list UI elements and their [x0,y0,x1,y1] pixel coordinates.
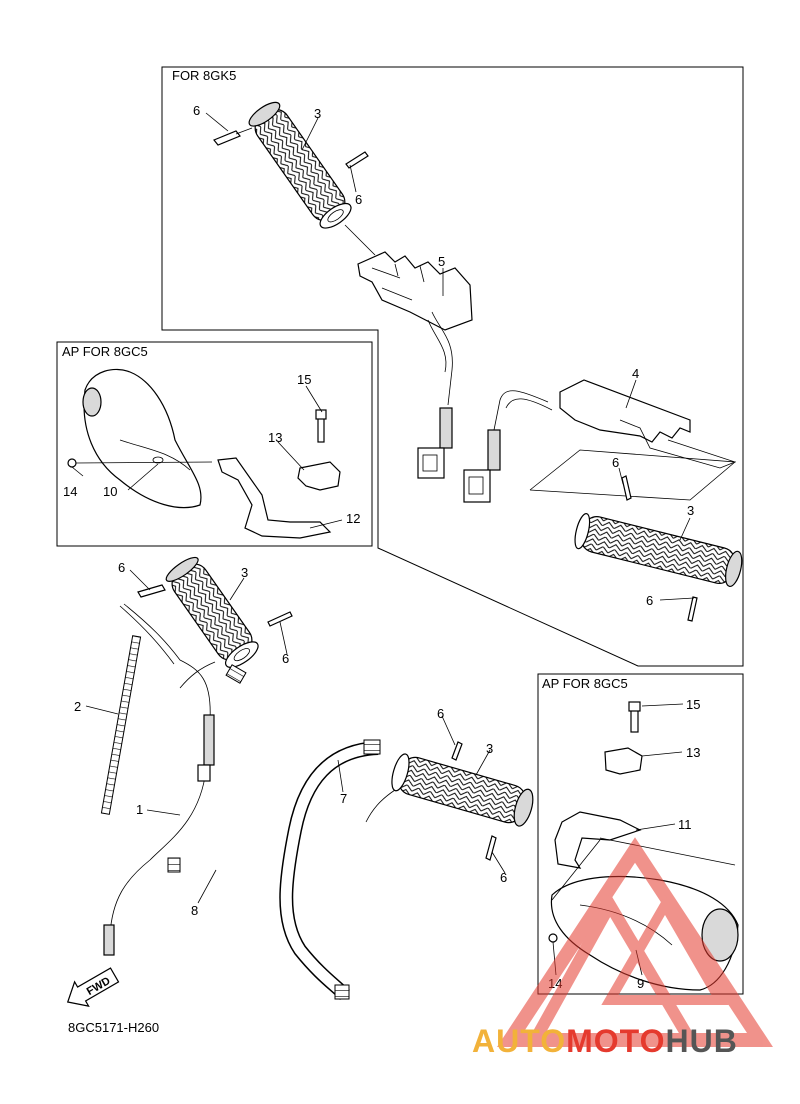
callout-10: 10 [103,484,117,499]
bracket-11 [554,811,642,869]
frame-left-label: AP FOR 8GC5 [62,344,148,359]
callout-8: 8 [191,903,198,918]
callout-3-d: 3 [486,741,493,756]
frame-upper-label: FOR 8GK5 [172,68,236,83]
callout-5: 5 [438,254,445,269]
callout-7: 7 [340,791,347,806]
frame-left: AP FOR 8GC5 [56,341,373,547]
callout-12: 12 [346,511,360,526]
watermark-logo [497,837,773,1047]
callout-6-g: 6 [437,706,444,721]
fwd-arrow: FWD [66,967,120,1007]
hand-guard-left [82,368,202,509]
clamp-13-right [604,747,643,775]
frame-upper: FOR 8GK5 [161,66,744,667]
clamp-13-left [297,461,341,491]
diagram-code: 8GC5171-H260 [68,1020,159,1035]
bracket-12 [217,457,332,539]
callout-6-h: 6 [500,870,507,885]
callout-6-b: 6 [355,192,362,207]
callout-13-right: 13 [686,745,700,760]
grip-left [165,556,259,668]
screw-6-main-d [485,835,497,861]
callout-3-c: 3 [241,565,248,580]
callout-3-a: 3 [314,106,321,121]
callout-2: 2 [74,699,81,714]
screw-14-left [67,458,213,468]
callout-14-left: 14 [63,484,77,499]
callout-3-b: 3 [687,503,694,518]
watermark-moto: MOTO [566,1023,665,1059]
heater-element-left [344,224,473,479]
throttle-cable [103,603,216,956]
watermark-hub: HUB [665,1023,737,1059]
callout-13-left: 13 [268,430,282,445]
callout-6-d: 6 [646,593,653,608]
screw-6-upper-a [213,127,253,146]
spring [100,635,142,815]
callout-1: 1 [136,802,143,817]
grip-right [365,753,534,827]
screw-6-upper-c [621,475,632,501]
screw-6-main-b [267,611,293,627]
screw-6-upper-d [687,596,698,622]
callout-6-c: 6 [612,455,619,470]
frame-right-label: AP FOR 8GC5 [542,676,628,691]
grip-heated-left [248,101,352,229]
screw-6-main-c [451,741,463,761]
screw-6-main-a [137,584,166,598]
callout-9: 9 [637,976,644,991]
frame-right: AP FOR 8GC5 [537,673,744,995]
callout-15-left: 15 [297,372,311,387]
heater-element-right [463,379,737,503]
hose-7 [279,739,381,1001]
screw-6-upper-b [345,151,369,169]
bolt-15-right [628,701,641,733]
watermark-text: AUTOMOTOHUB [472,1023,738,1059]
callout-15-right: 15 [686,697,700,712]
callout-6-a: 6 [193,103,200,118]
callout-6-f: 6 [282,651,289,666]
screw-14-right [548,933,558,943]
callout-6-e: 6 [118,560,125,575]
callout-11: 11 [678,817,692,832]
watermark-auto: AUTO [472,1023,566,1059]
grip-heated-right [574,513,743,588]
hose-8 [167,664,276,873]
callout-4: 4 [632,366,639,381]
bolt-15-left [315,409,327,443]
fwd-label: FWD [85,975,113,998]
